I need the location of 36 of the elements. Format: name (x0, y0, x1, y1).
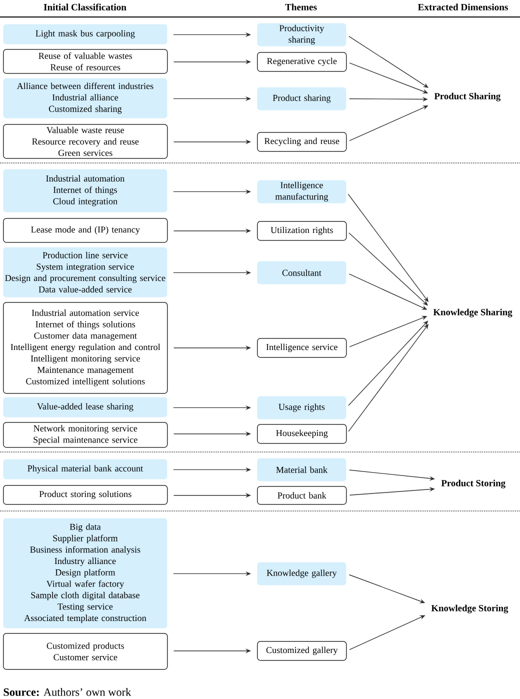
theme-box: Housekeeping (257, 424, 347, 444)
theme-box: Customized gallery (257, 641, 347, 661)
theme-box: Product sharing (257, 87, 346, 110)
theme-box: Consultant (257, 261, 346, 284)
classification-box: Reuse of valuable wastes Reuse of resources (3, 49, 168, 74)
theme-box: Intelligence manufacturing (257, 180, 346, 204)
classification-box: Lease mode and (IP) tenancy (3, 218, 168, 243)
classification-box: Industrial automation service Internet of things solutions Customer data management Intelligent energy regulation and control Intelligent monitoring service Maintenance management Customized intelligent solutions (3, 302, 168, 394)
column-header: Initial Classification (44, 4, 126, 10)
classification-box: Industrial automation Internet of things Cloud integration (3, 169, 168, 212)
theme-box: Regenerative cycle (257, 52, 347, 72)
dimension-label: Knowledge Sharing (433, 308, 512, 318)
theme-box: Utilization rights (257, 221, 347, 241)
column-header: Themes (285, 4, 317, 10)
classification-box: Valuable waste reuse Resource recovery and reuse Green services (3, 124, 168, 159)
column-header: Extracted Dimensions (418, 4, 508, 10)
classification-box: Customized products Customer service (3, 633, 168, 670)
classification-box: Big data Supplier platform Business information analysis Industry alliance Design platform Virtual wafer factory Sample cloth digital database Testing service Associated template construction (3, 518, 168, 628)
theme-box: Recycling and reuse (257, 132, 347, 152)
theme-box: Material bank (257, 458, 346, 482)
classification-box: Physical material bank account (3, 459, 168, 480)
classification-box: Product storing solutions (3, 485, 168, 505)
theme-box: Product bank (257, 486, 347, 505)
theme-box: Intelligence service (257, 338, 347, 358)
source-note: Source: Authors’ own work (4, 688, 132, 696)
dimension-label: Knowledge Storing (431, 604, 508, 614)
dimension-label: Product Storing (441, 480, 506, 488)
theme-box: Knowledge gallery (257, 562, 346, 586)
dimension-label: Product Sharing (434, 92, 501, 102)
theme-box: Usage rights (257, 396, 346, 420)
classification-box: Alliance between different industries Industrial alliance Customized sharing (3, 78, 168, 118)
classification-box: Value-added lease sharing (3, 397, 168, 418)
classification-box: Network monitoring service Special maintenance service (3, 422, 168, 448)
classification-box: Light mask bus carpooling (3, 24, 168, 44)
theme-box: Productivity sharing (257, 23, 346, 46)
classification-box: Production line service System integration service Design and procurement consulting service Data value-added service (3, 247, 168, 298)
